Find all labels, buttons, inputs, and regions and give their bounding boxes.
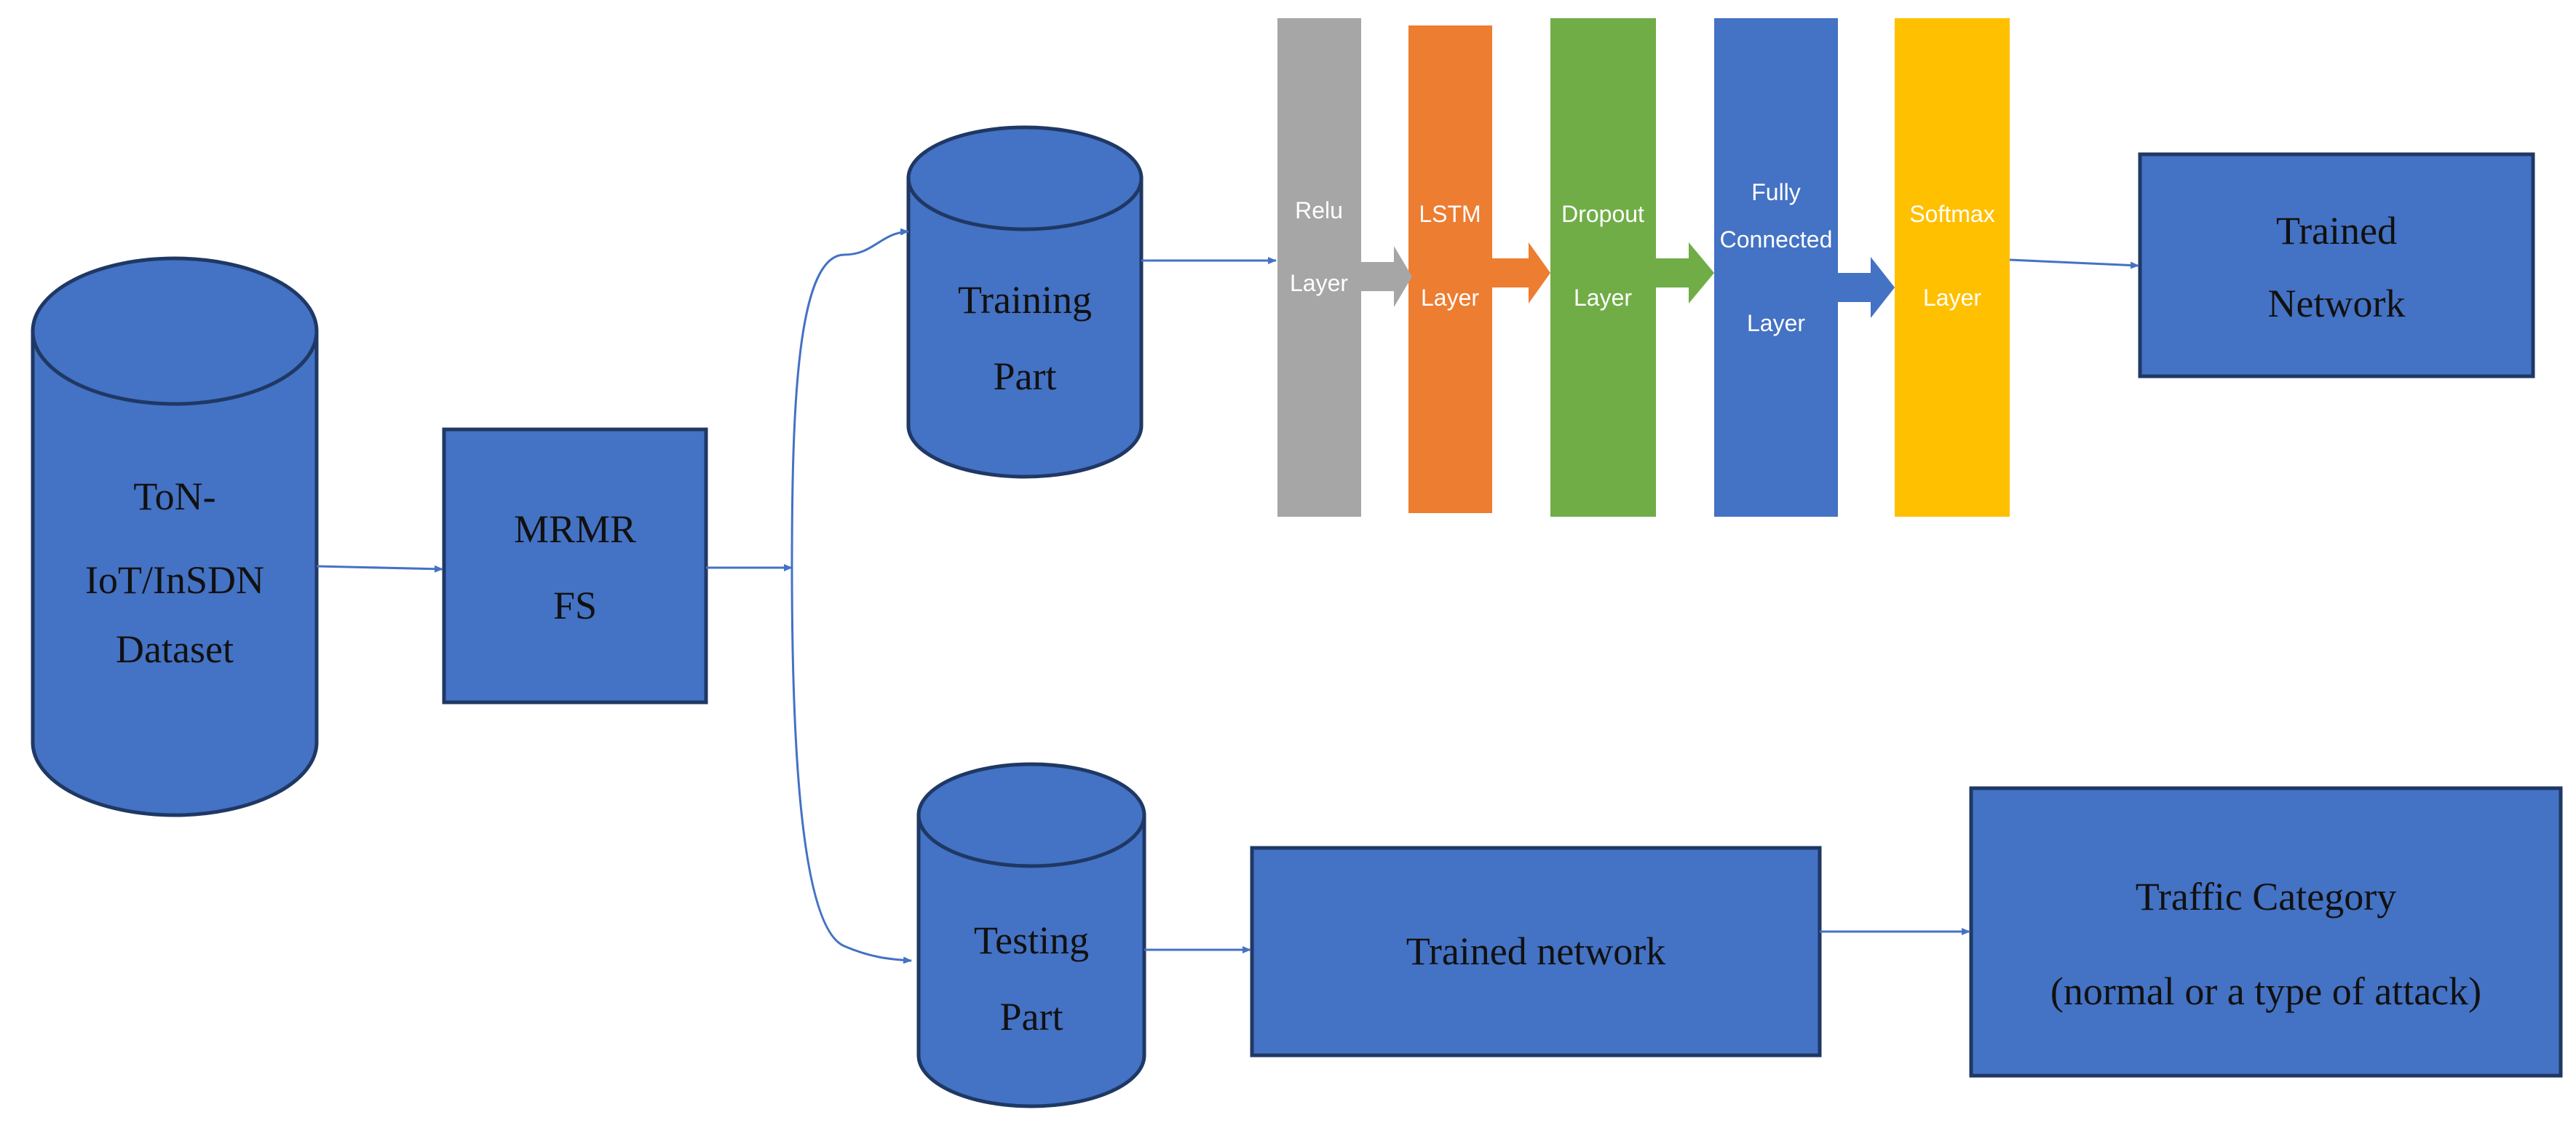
softmax-layer-label-line1: Softmax (1909, 201, 1994, 227)
dataset-cylinder-body (31, 329, 319, 817)
testing-cylinder-top (916, 762, 1146, 868)
dataset-label-line1: ToN- (133, 475, 215, 518)
trained-network-box[interactable]: Trained Network (2138, 152, 2535, 378)
softmax-layer[interactable]: Softmax Layer (1895, 18, 2010, 517)
mrmr-fs-rect (442, 427, 708, 705)
trained-network-bottom-box[interactable]: Trained network (1250, 846, 1822, 1057)
lstm-layer-label-line1: LSTM (1419, 201, 1481, 227)
dropout-layer-label-line2: Layer (1574, 285, 1632, 311)
fc-to-softmax-block-arrow (1838, 257, 1895, 318)
relu-layer-label-line1: Relu (1295, 197, 1343, 223)
mrmr-label-line1: MRMR (514, 507, 636, 551)
trained-network-bottom-rect (1250, 846, 1822, 1057)
testing-label-line2: Part (1000, 995, 1063, 1039)
training-cylinder-top (906, 125, 1144, 231)
lstm-layer-label-line2: Layer (1421, 285, 1479, 311)
trained-network-label-line1: Trained (2276, 209, 2397, 253)
training-label-line2: Part (994, 354, 1057, 398)
testing-part-cylinder[interactable]: Testing Part (916, 762, 1146, 1108)
dataset-cylinder[interactable]: ToN- IoT/InSDN Dataset (31, 256, 319, 817)
dropout-layer[interactable]: Dropout Layer (1550, 18, 1656, 517)
dataset-cylinder-top (31, 256, 319, 406)
split-to-training-arrow (790, 228, 909, 568)
dropout-to-fc-block-arrow (1656, 242, 1714, 303)
dropout-layer-label-line1: Dropout (1561, 201, 1644, 227)
softmax-layer-rect (1895, 18, 2010, 517)
lstm-layer[interactable]: LSTM Layer (1408, 25, 1492, 513)
trained-network-rect (2138, 152, 2535, 378)
fully-connected-label-line3: Layer (1747, 310, 1805, 336)
mrmr-label-line2: FS (553, 584, 597, 627)
testing-label-line1: Testing (974, 918, 1089, 962)
traffic-category-label-line2: (normal or a type of attack) (2050, 969, 2481, 1013)
split-to-testing-arrow (790, 567, 912, 964)
connectors (316, 228, 2139, 964)
relu-layer[interactable]: Relu Layer (1277, 18, 1361, 517)
traffic-category-box[interactable]: Traffic Category (normal or a type of at… (1969, 786, 2563, 1078)
lstm-to-dropout-block-arrow (1492, 242, 1550, 303)
relu-layer-rect (1277, 18, 1361, 517)
traffic-category-rect (1969, 786, 2563, 1078)
testing-cylinder-body (916, 813, 1146, 1108)
training-label-line1: Training (958, 278, 1092, 322)
dropout-layer-rect (1550, 18, 1656, 517)
trained-network-label-line2: Network (2268, 282, 2406, 325)
trained-network-bottom-label: Trained network (1406, 929, 1665, 973)
mrmr-fs-box[interactable]: MRMR FS (442, 427, 708, 705)
fully-connected-layer[interactable]: Fully Connected Layer (1714, 18, 1838, 517)
fully-connected-layer-rect (1714, 18, 1838, 517)
dataset-label-line3: Dataset (116, 627, 234, 671)
traffic-category-label-line1: Traffic Category (2136, 875, 2396, 918)
training-part-cylinder[interactable]: Training Part (906, 125, 1144, 479)
fully-connected-label-line2: Connected (1720, 226, 1833, 253)
softmax-layer-label-line2: Layer (1923, 285, 1981, 311)
fully-connected-label-line1: Fully (1751, 179, 1801, 205)
dataset-to-mrmr-arrow (316, 565, 443, 573)
softmax-to-trained-network-arrow (2009, 258, 2139, 269)
training-cylinder-body (906, 176, 1144, 479)
relu-layer-label-line2: Layer (1290, 270, 1348, 296)
lstm-layer-rect (1408, 25, 1492, 513)
dataset-label-line2: IoT/InSDN (85, 558, 264, 602)
relu-to-lstm-block-arrow (1361, 246, 1412, 307)
